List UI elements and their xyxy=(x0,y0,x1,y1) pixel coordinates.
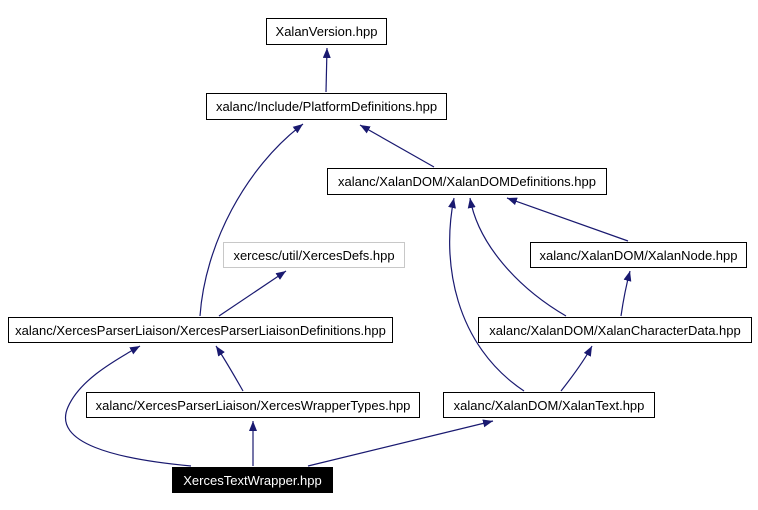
node-xerces-defs: xercesc/util/XercesDefs.hpp xyxy=(223,242,405,268)
node-platform-definitions[interactable]: xalanc/Include/PlatformDefinitions.hpp xyxy=(206,93,447,120)
node-xalan-node[interactable]: xalanc/XalanDOM/XalanNode.hpp xyxy=(530,242,747,268)
edge-xalancharacterdata-to-xalandomdefinitions xyxy=(467,197,567,317)
edge-xalantext-to-xalandomdefinitions xyxy=(448,197,525,392)
node-xalan-character-data[interactable]: xalanc/XalanDOM/XalanCharacterData.hpp xyxy=(478,317,752,343)
edge-xalantext-to-xalancharacterdata xyxy=(560,345,593,392)
node-xalan-text[interactable]: xalanc/XalanDOM/XalanText.hpp xyxy=(443,392,655,418)
node-xerces-text-wrapper: XercesTextWrapper.hpp xyxy=(172,467,333,493)
edge-xerceswrappertypes-to-xercesparserliaisondefinitions xyxy=(215,345,244,392)
edge-xalandomdefinitions-to-platformdefinitions xyxy=(359,124,435,168)
edge-xercestextwrapper-to-xercesparserliaisondefinitions xyxy=(65,345,192,467)
edge-xalannode-to-xalandomdefinitions xyxy=(506,197,629,242)
edge-xalancharacterdata-to-xalannode xyxy=(620,270,632,317)
node-xerces-parser-liaison-definitions[interactable]: xalanc/XercesParserLiaison/XercesParserL… xyxy=(8,317,393,343)
node-xerces-wrapper-types[interactable]: xalanc/XercesParserLiaison/XercesWrapper… xyxy=(86,392,420,418)
edge-xercesparserliaisondefinitions-to-platformdefinitions xyxy=(199,123,304,317)
node-xalandom-definitions[interactable]: xalanc/XalanDOM/XalanDOMDefinitions.hpp xyxy=(327,168,607,195)
node-xalan-version[interactable]: XalanVersion.hpp xyxy=(266,18,387,45)
edge-xercestextwrapper-to-xalantext xyxy=(307,419,494,467)
edge-xercesparserliaisondefinitions-to-xercesdefs xyxy=(218,270,287,317)
edge-platformdefinitions-to-xalanversion xyxy=(322,47,331,93)
